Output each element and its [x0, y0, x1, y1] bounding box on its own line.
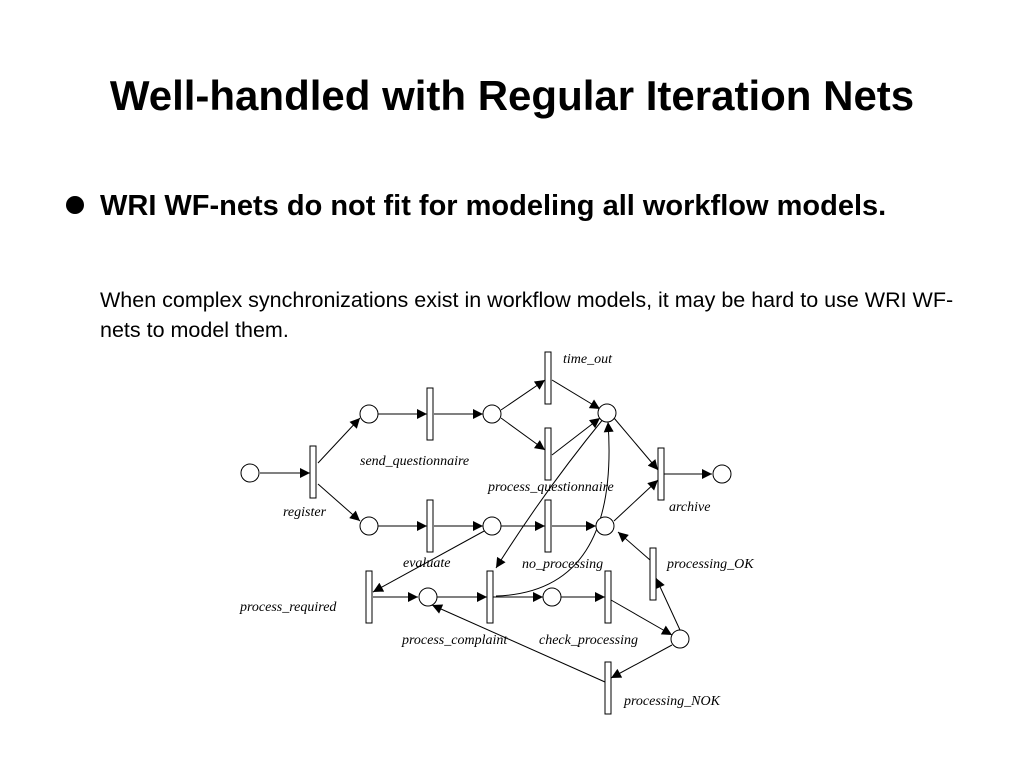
place: [359, 516, 379, 536]
transition-processing-ok: [649, 547, 657, 601]
arcs: [260, 379, 712, 683]
transition-process-questionnaire: [544, 427, 552, 481]
place: [482, 404, 502, 424]
arc: [372, 529, 487, 593]
transition-labels: time_out send_questionnaire process_ques…: [239, 352, 754, 709]
place: [482, 516, 502, 536]
places: [240, 403, 732, 649]
arc: [500, 379, 546, 411]
sub-text: When complex synchronizations exist in w…: [100, 288, 954, 342]
label-evaluate: evaluate: [403, 556, 450, 571]
arc: [655, 577, 681, 631]
transition-evaluate: [426, 499, 434, 553]
transition-process-required: [365, 570, 373, 624]
arc: [495, 417, 605, 569]
arc: [613, 417, 659, 471]
label-process-questionnaire: process_questionnaire: [487, 480, 614, 495]
label-check-processing: check_processing: [539, 633, 638, 648]
transition-check-processing: [604, 570, 612, 624]
place-start: [240, 463, 260, 483]
transition-send-questionnaire: [426, 387, 434, 441]
arc: [613, 479, 659, 522]
place: [595, 516, 615, 536]
label-time-out: time_out: [563, 352, 613, 367]
arc: [551, 417, 601, 456]
place: [359, 404, 379, 424]
transitions: [309, 351, 665, 715]
arc: [610, 644, 673, 679]
arc: [617, 531, 651, 561]
label-archive: archive: [669, 500, 710, 515]
arc: [431, 604, 606, 683]
arc: [317, 417, 361, 464]
transition-register: [309, 445, 317, 499]
label-register: register: [283, 505, 327, 520]
arc: [317, 483, 361, 522]
place: [670, 629, 690, 649]
label-processing-ok: processing_OK: [666, 557, 754, 572]
label-process-required: process_required: [239, 600, 337, 615]
label-process-complaint: process_complaint: [401, 633, 508, 648]
transition-process-complaint: [486, 570, 494, 624]
arc: [610, 599, 673, 636]
place: [542, 587, 562, 607]
slide-title: Well-handled with Regular Iteration Nets: [109, 72, 915, 119]
bullet-dot: [66, 196, 84, 214]
place-end: [712, 464, 732, 484]
bullet-text: WRI WF-nets do not fit for modeling all …: [100, 190, 887, 222]
transition-archive: [657, 447, 665, 501]
label-send-questionnaire: send_questionnaire: [360, 454, 469, 469]
transition-processing-nok: [604, 661, 612, 715]
transition-time-out: [544, 351, 552, 405]
arc: [500, 417, 546, 451]
transition-no-processing: [544, 499, 552, 553]
label-processing-nok: processing_NOK: [623, 694, 721, 709]
arc: [551, 379, 601, 410]
label-no-processing: no_processing: [522, 557, 603, 572]
place: [597, 403, 617, 423]
place: [418, 587, 438, 607]
arc: [495, 421, 614, 597]
